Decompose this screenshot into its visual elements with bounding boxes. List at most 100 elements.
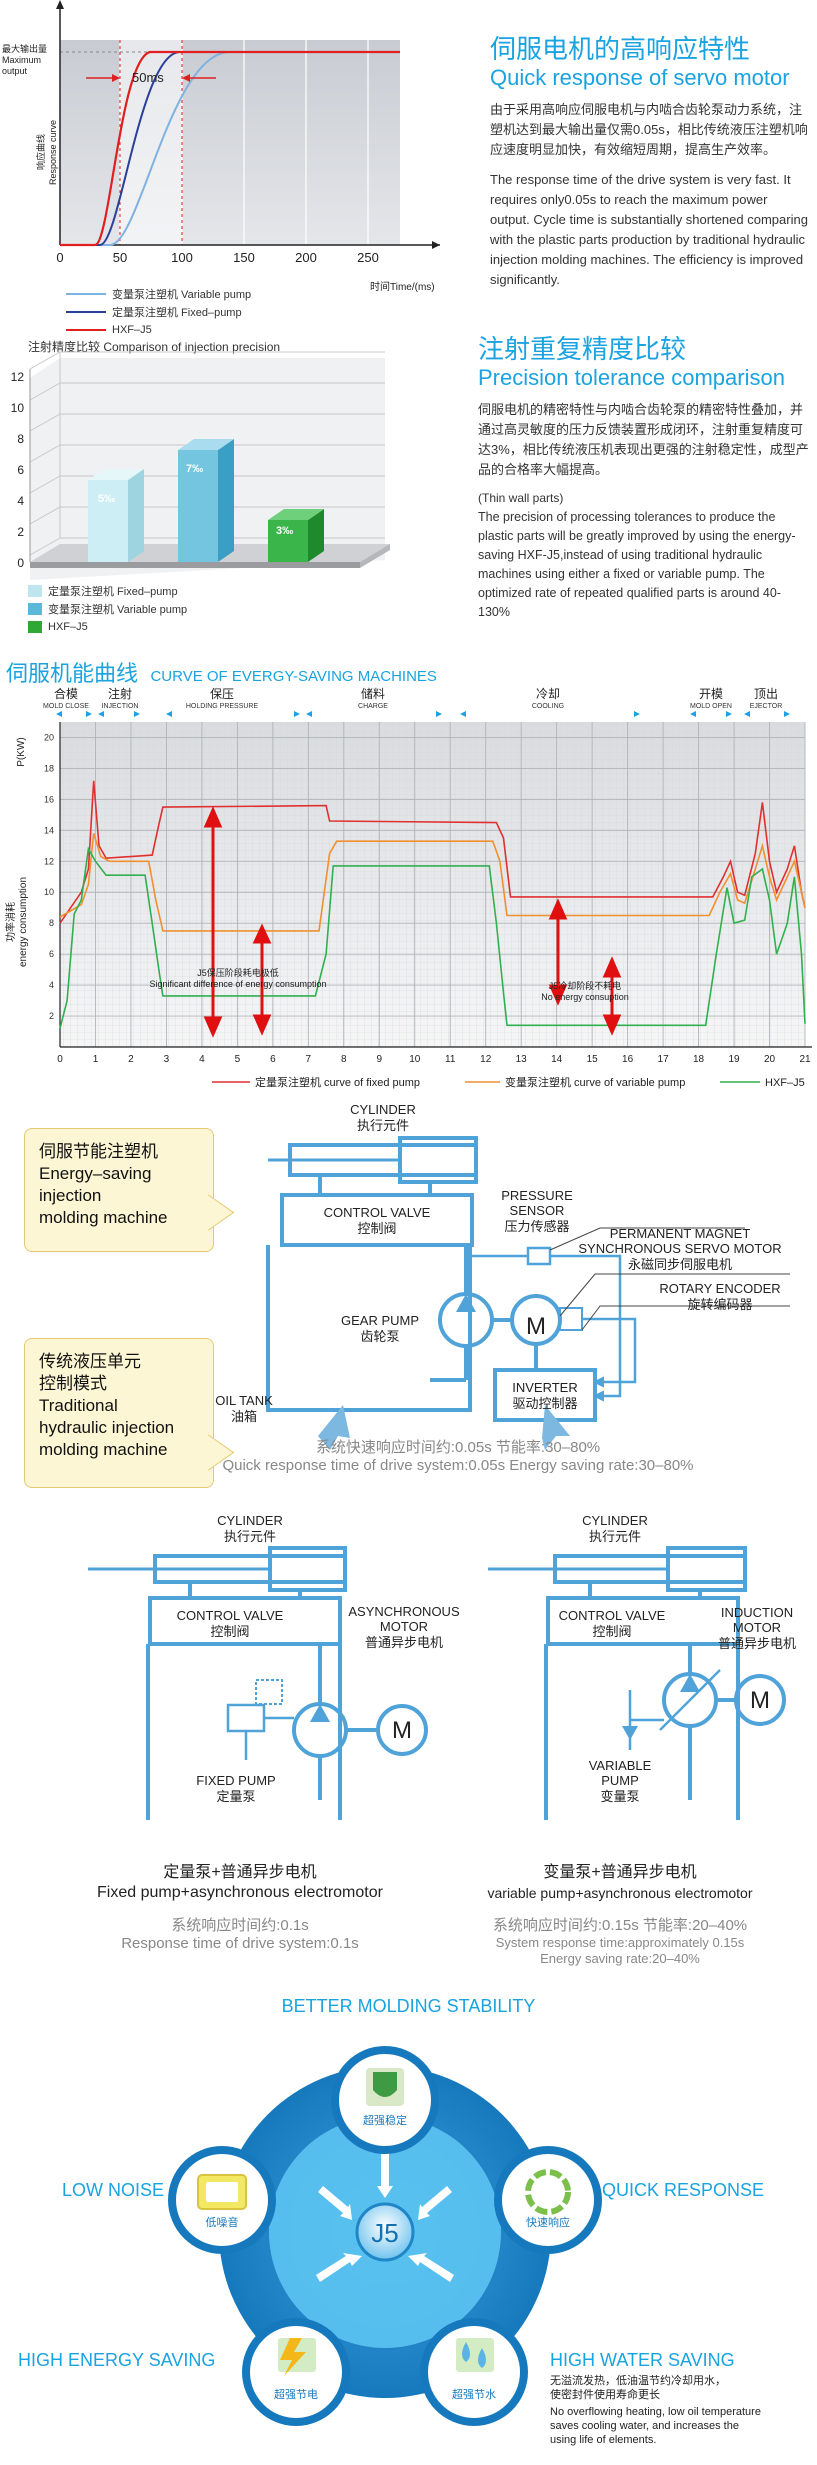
features-wheel-svg: J5 超强稳定 低噪音 快速响应	[168, 2046, 602, 2426]
fixed-valve-en: CONTROL VALVE	[177, 1608, 284, 1623]
bar-variable-pump: 7‰	[178, 439, 234, 562]
j5-curve	[60, 50, 400, 247]
y-axis-en: Response curve	[48, 120, 58, 185]
phase-cn: 保压	[210, 687, 234, 701]
var-cylinder-en: CYLINDER	[582, 1513, 648, 1528]
y-tick: 10	[11, 401, 25, 415]
feature-left: 低噪音	[168, 2146, 276, 2254]
callout-energy-saving: 伺服节能注塑机 Energy–saving injection molding …	[24, 1128, 235, 1252]
var-motor-symbol: M	[750, 1687, 770, 1714]
pressure-en2: SENSOR	[510, 1203, 565, 1218]
y-tick: 10	[44, 887, 54, 897]
var-valve-en: CONTROL VALVE	[559, 1608, 666, 1623]
fixed-cap-cn: 系统响应时间约:0.1s	[171, 1917, 309, 1934]
feature-top-label: BETTER MOLDING STABILITY	[281, 1996, 536, 2016]
x-tick: 1	[93, 1054, 99, 1065]
lightning-icon	[280, 2338, 306, 2376]
phase-en: EJECTOR	[750, 703, 783, 710]
x-tick: 11	[445, 1054, 456, 1065]
variable-pump-energy-curve	[59, 833, 806, 932]
x-tick: 13	[516, 1054, 528, 1065]
var-cap-cn: 系统响应时间约:0.15s 节能率:20–40%	[492, 1917, 748, 1934]
x-tick-labels: 0 50 100 150 200 250	[56, 250, 378, 265]
legend-item: 定量泵注塑机 Fixed–pump	[66, 303, 251, 321]
refresh-icon	[525, 2169, 571, 2215]
bar-label-fixed: 5‰	[98, 493, 115, 505]
x-tick: 200	[295, 250, 317, 265]
phase-cn: 顶出	[754, 687, 778, 701]
feature-br-cn: 超强节水	[452, 2387, 496, 2401]
x-tick: 4	[199, 1054, 205, 1065]
fixed-pump-en: FIXED PUMP	[196, 1773, 275, 1788]
servo-diagram: CYLINDER 执行元件 CONTROL VALVE 控制阀 GEAR PUM…	[0, 1100, 817, 1832]
gear-cn: 齿轮泵	[360, 1329, 399, 1344]
oil-en: OIL TANK	[215, 1393, 273, 1408]
precision-text-block: 注射重复精度比较 Precision tolerance comparison …	[478, 334, 812, 622]
bar-label-j5: 3‰	[276, 525, 293, 537]
x-tick: 7	[306, 1054, 312, 1065]
servo-caption-cn: 系统快速响应时间约:0.05s 节能率:30–80%	[316, 1438, 600, 1456]
x-tick: 9	[377, 1054, 383, 1065]
fixed-cylinder-en: CYLINDER	[217, 1513, 283, 1528]
legend-swatch	[28, 585, 42, 597]
phase-en: COOLING	[532, 703, 564, 710]
x-tick: 250	[357, 250, 379, 265]
phase-cn: 合模	[54, 686, 78, 701]
fixed-pump-energy-curve	[59, 780, 806, 924]
y-tick: 18	[44, 763, 54, 773]
annotation-50ms: 50ms	[132, 70, 164, 85]
feature-br-block: HIGH WATER SAVING 无溢流发热，低油温节约冷却用水， 使密封件使…	[550, 2350, 810, 2447]
precision-note: (Thin wall parts)	[478, 491, 564, 505]
legend-item: HXF–J5	[765, 1077, 805, 1089]
x-tick: 50	[113, 250, 127, 265]
var-pump-cn: 变量泵	[600, 1789, 639, 1804]
x-tick: 12	[480, 1054, 492, 1065]
x-tick: 15	[587, 1054, 599, 1065]
async-en2: MOTOR	[380, 1619, 428, 1634]
center-label: J5	[371, 2218, 398, 2248]
feature-right: 快速响应	[494, 2146, 602, 2254]
energy-chart-title: 伺服机能曲线 CURVE OF EVERGY-SAVING MACHINES	[6, 656, 437, 688]
servo-labels: CYLINDER 执行元件 CONTROL VALVE 控制阀 GEAR PUM…	[177, 1102, 796, 1804]
shield-icon	[373, 2072, 397, 2097]
ind-en2: MOTOR	[733, 1620, 781, 1635]
response-legend: 变量泵注塑机 Variable pump 定量泵注塑机 Fixed–pump H…	[66, 285, 251, 339]
precision-chart-svg: 0 2 4 6 8 10 12 5‰ 7‰ 3‰	[11, 351, 390, 580]
x-tick: 3	[164, 1054, 170, 1065]
water-en1: No overflowing heating, low oil temperat…	[550, 2406, 761, 2418]
feature-top: 超强稳定	[331, 2046, 439, 2154]
phase-en: MOLD OPEN	[690, 703, 732, 710]
response-chart: 50ms 0 50 100 150 200 250 时间Time/(ms) 最大…	[0, 0, 440, 330]
x-tick: 100	[171, 250, 193, 265]
feature-bottom-left: 超强节电	[242, 2318, 350, 2426]
var-cap-en2: Energy saving rate:20–40%	[540, 1951, 700, 1966]
var-pump-en2: PUMP	[601, 1773, 639, 1788]
y-tick: 6	[49, 949, 54, 959]
phase-en: MOLD CLOSE	[43, 703, 89, 710]
legend-item: HXF–J5	[66, 321, 251, 339]
water-en2: saves cooling water, and increases the	[550, 2420, 739, 2432]
energy-title-cn: 伺服机能曲线	[6, 661, 139, 686]
water-drop-icon	[462, 2342, 470, 2362]
x-tick: 19	[728, 1054, 740, 1065]
pm-en1: PERMANENT MAGNET	[610, 1226, 751, 1241]
bar-j5: 3‰	[268, 509, 324, 562]
water-en3: using life of elements.	[550, 2434, 657, 2446]
center-circle	[355, 2202, 415, 2262]
fixed-cap-en: Response time of drive system:0.1s	[121, 1935, 359, 1952]
pressure-cn: 压力传感器	[504, 1219, 569, 1234]
feature-bl-cn: 超强节电	[274, 2387, 318, 2401]
legend-swatch	[66, 293, 106, 295]
var-title-cn: 变量泵+普通异步电机	[543, 1864, 697, 1881]
callout-traditional: 传统液压单元 控制模式 Traditional hydraulic inject…	[24, 1338, 235, 1488]
variable-pump-curve	[60, 51, 400, 246]
y-tick: 20	[44, 732, 54, 742]
legend-item: 定量泵注塑机 curve of fixed pump	[255, 1075, 420, 1089]
feature-bl-label: HIGH ENERGY SAVING	[18, 2350, 216, 2370]
cylinder-en: CYLINDER	[350, 1102, 416, 1117]
precision-para-cn: 伺服电机的精密特性与内啮合齿轮泵的精密特性叠加，并通过高灵敏度的压力反馈装置形成…	[478, 402, 809, 477]
legend-item: 定量泵注塑机 Fixed–pump	[28, 582, 187, 600]
x-tick: 20	[764, 1054, 776, 1065]
feature-arrows	[316, 2150, 454, 2282]
x-tick: 10	[409, 1054, 421, 1065]
